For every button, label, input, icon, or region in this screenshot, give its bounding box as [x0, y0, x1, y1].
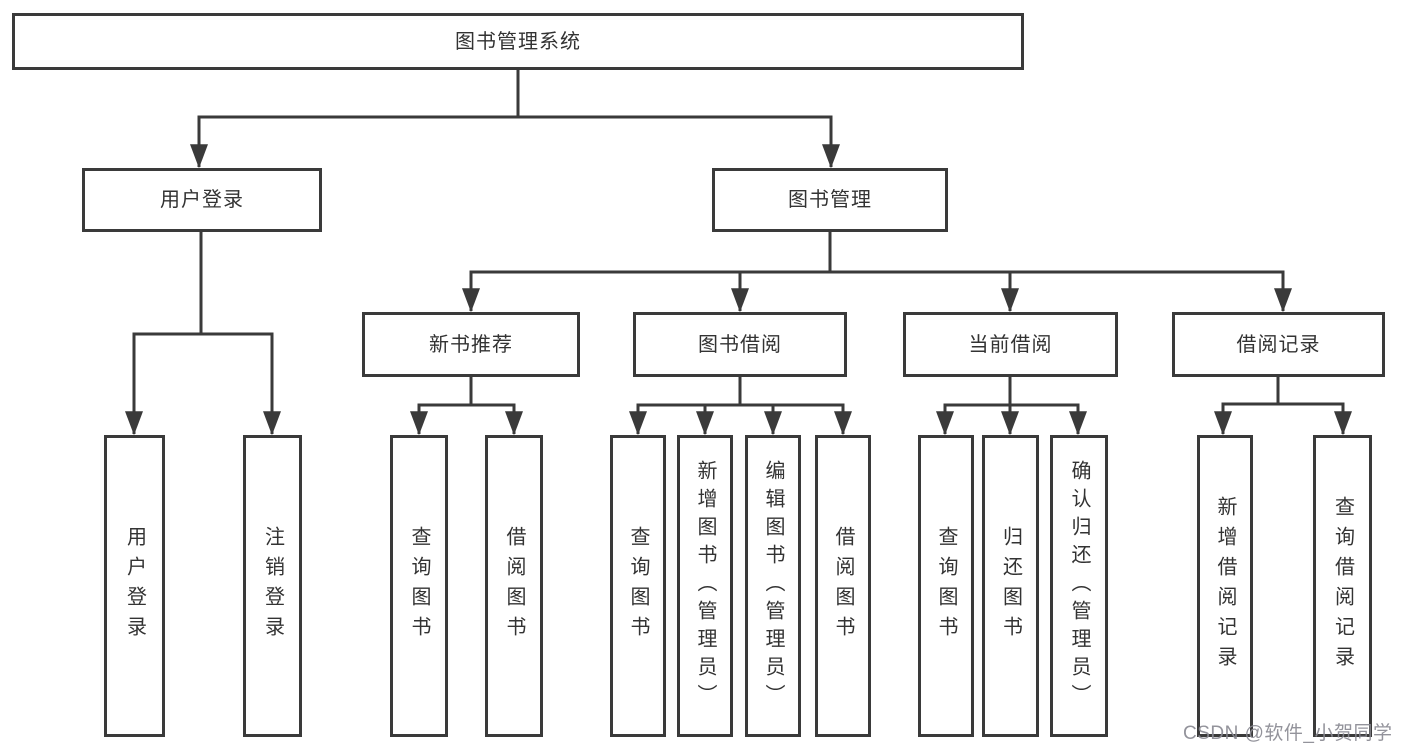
connector-book-management-to-new-book — [462, 232, 832, 313]
connector-book-borrowing-to-query — [629, 377, 742, 436]
connector-user-login-to-leaf-login — [125, 232, 203, 436]
node-leaf-query-current-borrow: 查询图书 — [918, 435, 974, 737]
connector-book-management-to-current-borrowing — [830, 270, 1019, 313]
node-label: 新书推荐 — [429, 333, 513, 356]
connector-user-login-to-leaf-logout — [201, 332, 281, 436]
node-leaf-query-book-recommend: 查询图书 — [390, 435, 448, 737]
node-label: 图书管理 — [788, 189, 872, 211]
node-book-management: 图书管理 — [712, 168, 948, 232]
node-label: 借阅图书 — [832, 526, 854, 646]
connector-current-borrowing-to-confirm — [1010, 403, 1087, 436]
node-current-borrowing: 当前借阅 — [903, 312, 1118, 377]
node-label: 查询图书 — [408, 526, 430, 646]
node-label: 借阅记录 — [1236, 333, 1321, 356]
node-leaf-return-book: 归还图书 — [982, 435, 1039, 737]
node-book-borrowing: 图书借阅 — [633, 312, 847, 377]
node-leaf-borrow-book: 借阅图书 — [815, 435, 871, 737]
node-library-system: 图书管理系统 — [12, 13, 1024, 70]
node-label: 查询图书 — [935, 526, 957, 646]
node-leaf-user-login: 用户登录 — [104, 435, 165, 737]
connector-book-management-to-borrow-records — [830, 270, 1292, 313]
connector-book-borrowing-to-add — [696, 403, 740, 436]
connector-current-borrowing-to-query — [936, 377, 1012, 436]
node-label: 借阅图书 — [503, 526, 525, 646]
node-label: 用户登录 — [160, 189, 244, 211]
node-label: 图书借阅 — [698, 333, 782, 356]
node-user-login: 用户登录 — [82, 168, 322, 232]
node-borrow-records: 借阅记录 — [1172, 312, 1385, 377]
node-label: 确认归还（管理员） — [1068, 460, 1090, 712]
node-leaf-logout: 注销登录 — [243, 435, 302, 737]
node-label: 图书管理系统 — [455, 30, 581, 53]
connector-borrow-records-to-add — [1214, 377, 1280, 436]
node-label: 注销登录 — [261, 526, 284, 646]
connector-book-borrowing-to-borrow — [740, 403, 852, 436]
node-label: 归还图书 — [999, 526, 1022, 646]
node-leaf-query-book-borrowing: 查询图书 — [610, 435, 666, 737]
node-label: 编辑图书（管理员） — [762, 460, 784, 712]
connector-borrow-records-to-query — [1278, 402, 1352, 436]
connector-new-book-to-borrow — [471, 403, 523, 436]
connector-root-to-user-login — [190, 70, 520, 169]
csdn-watermark: CSDN @软件_小贺同学 — [1183, 723, 1393, 744]
node-label: 查询图书 — [627, 526, 649, 646]
node-leaf-borrow-book-recommend: 借阅图书 — [485, 435, 543, 737]
connector-new-book-to-query — [410, 377, 473, 436]
node-label: 新增图书（管理员） — [694, 460, 716, 712]
node-label: 用户登录 — [123, 526, 146, 646]
node-label: 查询借阅记录 — [1331, 496, 1354, 676]
connector-root-to-book-management — [518, 115, 840, 169]
node-leaf-query-borrow-record: 查询借阅记录 — [1313, 435, 1372, 737]
node-new-book-recommend: 新书推荐 — [362, 312, 580, 377]
node-label: 当前借阅 — [968, 333, 1053, 356]
connector-book-borrowing-to-edit — [740, 403, 782, 436]
node-leaf-add-book-admin: 新增图书（管理员） — [677, 435, 733, 737]
node-leaf-add-borrow-record: 新增借阅记录 — [1197, 435, 1253, 737]
connector-book-management-to-book-borrowing — [731, 270, 830, 313]
node-leaf-edit-book-admin: 编辑图书（管理员） — [745, 435, 801, 737]
node-label: 新增借阅记录 — [1214, 496, 1236, 676]
node-leaf-confirm-return-admin: 确认归还（管理员） — [1050, 435, 1108, 737]
